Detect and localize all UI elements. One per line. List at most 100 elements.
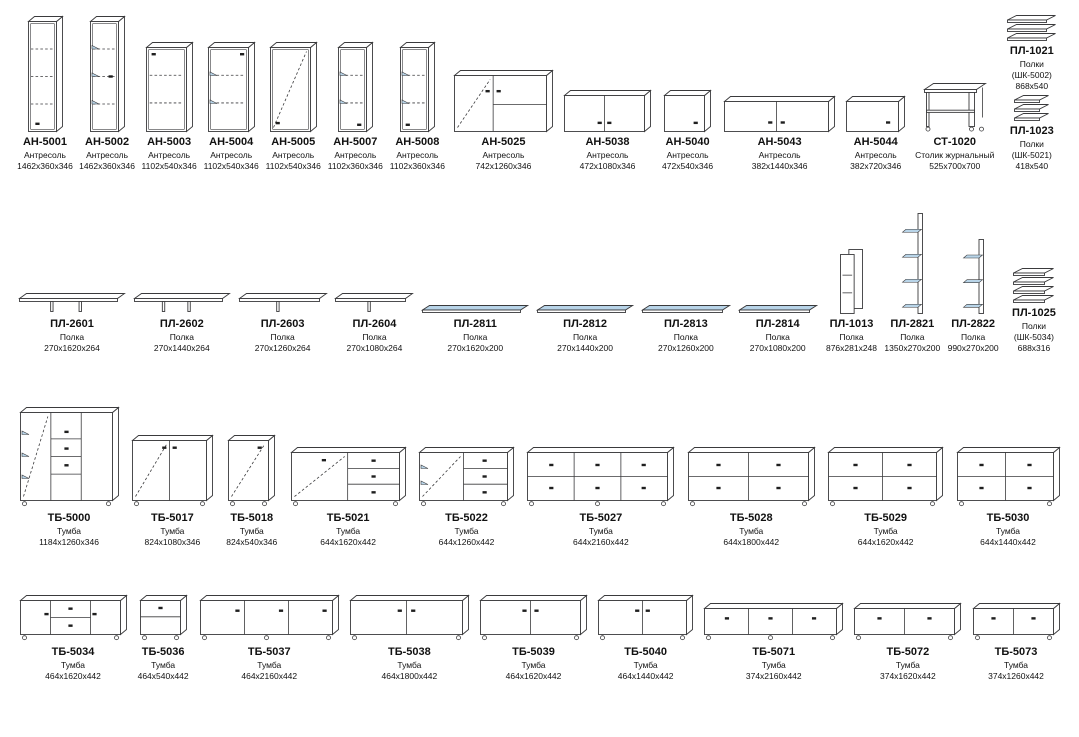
item-type: Полка bbox=[839, 331, 864, 342]
item-code: ПЛ-2821 bbox=[890, 318, 935, 331]
furniture-drawing bbox=[479, 594, 588, 643]
item-type: Полка bbox=[270, 331, 295, 342]
item-type: Тумба bbox=[761, 659, 786, 670]
item-dims: 374х2160х442 bbox=[745, 670, 802, 681]
item-dims: 374х1260х442 bbox=[988, 670, 1044, 681]
item-note: (ШК-5034) bbox=[1013, 331, 1055, 342]
item-dims: 270х1620х264 bbox=[44, 342, 100, 353]
item-type: Тумба bbox=[633, 659, 658, 670]
item-code: ТБ-5017 bbox=[150, 512, 194, 525]
item-code: ПЛ-2814 bbox=[755, 318, 800, 331]
item-code: ТБ-5072 bbox=[886, 646, 930, 659]
furniture-drawing bbox=[206, 41, 256, 133]
item-code: АН-5025 bbox=[481, 136, 526, 149]
item-code: ПЛ-2603 bbox=[260, 318, 305, 331]
item-code: ТБ-5034 bbox=[51, 646, 95, 659]
item-code: ТБ-5071 bbox=[752, 646, 796, 659]
furniture-drawing bbox=[723, 95, 836, 133]
item-dims: 464х1440х442 bbox=[617, 670, 674, 681]
item-note: (ШК-5002) bbox=[1011, 69, 1052, 80]
item-type: Антресоль bbox=[148, 149, 191, 160]
furniture-drawing bbox=[962, 238, 985, 315]
item-dims: 824х1080х346 bbox=[144, 536, 201, 547]
item-type: Тумба bbox=[1003, 659, 1029, 670]
furniture-drawing bbox=[334, 292, 415, 315]
item-dims: 742х1260х346 bbox=[475, 160, 532, 171]
item-code: ПЛ-1023 bbox=[1009, 125, 1054, 138]
item-code: ПЛ-2604 bbox=[352, 318, 397, 331]
item-code: АН-5008 bbox=[395, 136, 440, 149]
item-dims: 270х1620х200 bbox=[447, 342, 504, 353]
item-type: Тумба bbox=[56, 525, 82, 536]
item-type: Антресоль bbox=[210, 149, 253, 160]
furniture-drawing bbox=[839, 248, 864, 315]
item-code: ТБ-5039 bbox=[512, 646, 555, 659]
item-type: Тумба bbox=[257, 659, 282, 670]
item-code: ТБ-5038 bbox=[387, 646, 431, 659]
furniture-drawing bbox=[18, 594, 128, 643]
item-dims: 464х1620х442 bbox=[505, 670, 562, 681]
item-type: Антресоль bbox=[758, 149, 801, 160]
item-dims: 1462х360х346 bbox=[79, 160, 135, 171]
item-type: Полка bbox=[961, 331, 986, 342]
furniture-drawing bbox=[399, 41, 436, 133]
item-code: ТБ-5036 bbox=[141, 646, 185, 659]
item-dims: 382х1440х346 bbox=[751, 160, 808, 171]
item-type: Тумба bbox=[151, 659, 176, 670]
item-dims: 1102х540х346 bbox=[265, 160, 321, 171]
item-code: ПЛ-1021 bbox=[1009, 45, 1054, 57]
item-type: Тумба bbox=[873, 525, 898, 536]
item-type: Антресоль bbox=[586, 149, 629, 160]
item-code: АН-5038 bbox=[585, 136, 630, 149]
item-dims: 374х1620х442 bbox=[879, 670, 936, 681]
furniture-drawing bbox=[18, 292, 126, 315]
item-dims: 644х1620х442 bbox=[857, 536, 914, 547]
furniture-drawing bbox=[144, 41, 194, 133]
item-dims: 270х1080х200 bbox=[749, 342, 806, 353]
item-dims: 644х1440х442 bbox=[980, 536, 1036, 547]
furniture-drawing bbox=[237, 292, 328, 315]
item-type: Полка bbox=[59, 331, 85, 342]
furniture-drawing bbox=[687, 446, 816, 509]
item-code: ПЛ-2813 bbox=[663, 318, 708, 331]
item-dims: 644х1260х442 bbox=[438, 536, 495, 547]
furniture-drawing bbox=[138, 594, 188, 643]
item-code: СТ-1020 bbox=[933, 136, 977, 149]
item-type: Антресоль bbox=[666, 149, 709, 160]
item-code: АН-5001 bbox=[22, 136, 68, 149]
furniture-drawing bbox=[922, 82, 987, 133]
furniture-drawing bbox=[269, 41, 318, 133]
item-type: Антресоль bbox=[334, 149, 377, 160]
furniture-drawing bbox=[26, 15, 64, 133]
item-type: Полки bbox=[1019, 58, 1044, 69]
item-dims: 525х700х700 bbox=[929, 160, 981, 171]
furniture-drawing bbox=[337, 41, 374, 133]
item-type: Тумба bbox=[454, 525, 479, 536]
furniture-drawing bbox=[453, 69, 554, 133]
item-type: Полка bbox=[673, 331, 698, 342]
item-code: ПЛ-2822 bbox=[951, 318, 995, 331]
